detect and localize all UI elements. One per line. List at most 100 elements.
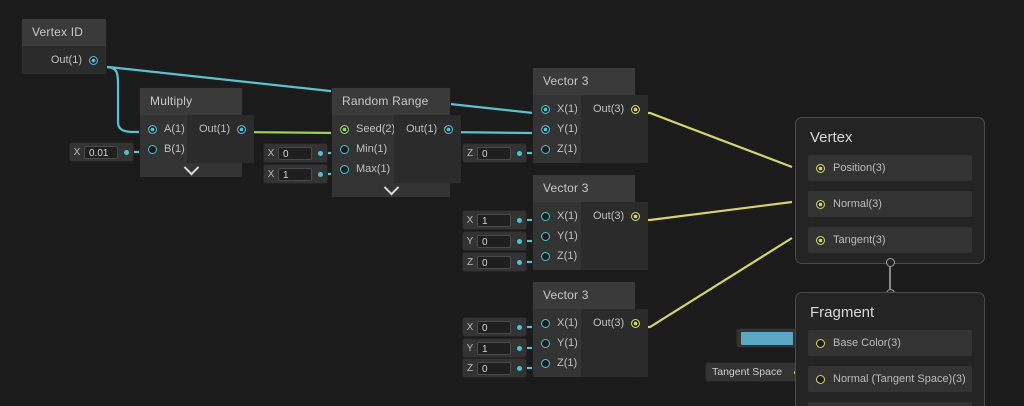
value-field-randomrange-max[interactable]: X 1 [264,165,327,183]
input-port-b[interactable] [148,144,157,154]
input-port-normal-tangent-space[interactable] [816,374,825,384]
value-port-dot[interactable] [318,150,323,156]
port-row-y[interactable]: Y(1) [533,333,581,353]
value-input[interactable]: 0 [477,234,511,248]
value-input[interactable]: 0 [477,146,511,160]
master-row-tangent[interactable]: Tangent(3) [808,227,972,253]
input-port-seed[interactable] [340,124,349,134]
port-row-seed[interactable]: Seed(2) [332,119,395,139]
output-port-out[interactable] [631,318,641,328]
value-field-vector3c-y[interactable]: Y 1 [463,339,526,357]
value-field-vector3b-z[interactable]: Z 0 [463,253,526,271]
port-row-x[interactable]: X(1) [533,313,581,333]
node-expand-toggle[interactable] [140,159,242,177]
output-port-out[interactable] [237,124,247,134]
node-vector3-b[interactable]: Vector 3 X(1) Y(1) Z(1) Out(3) [533,175,649,270]
value-field-vector3b-x[interactable]: X 1 [463,211,526,229]
input-port-a[interactable] [148,124,157,134]
node-title[interactable]: Random Range [332,88,450,115]
value-port-dot[interactable] [517,324,522,330]
node-title[interactable]: Vector 3 [533,282,635,309]
value-input[interactable]: 0 [477,255,511,269]
value-field-vector3b-y[interactable]: Y 0 [463,232,526,250]
value-input[interactable]: 1 [278,167,312,181]
value-port-dot[interactable] [517,150,522,156]
output-port-out[interactable] [444,124,454,134]
master-row-clipped[interactable] [808,402,972,406]
master-node-fragment[interactable]: Fragment Base Color(3) Normal (Tangent S… [795,292,985,406]
input-port-z[interactable] [541,251,550,261]
input-port-position[interactable] [816,163,825,173]
master-row-base-color[interactable]: Base Color(3) [808,330,972,356]
value-port-dot[interactable] [517,217,522,223]
master-row-position[interactable]: Position(3) [808,155,972,181]
value-field-base-color[interactable] [737,329,808,347]
port-row-out[interactable]: Out(3) [581,99,648,119]
color-swatch[interactable] [741,331,793,345]
port-row-y[interactable]: Y(1) [533,226,581,246]
value-field-vector3c-z[interactable]: Z 0 [463,359,526,377]
port-row-min[interactable]: Min(1) [332,139,394,159]
input-port-z[interactable] [541,358,550,368]
port-row-y[interactable]: Y(1) [533,119,581,139]
value-input[interactable]: 0 [477,361,511,375]
value-field-multiply-b[interactable]: X 0.01 [70,143,133,161]
node-title[interactable]: Vector 3 [533,68,635,95]
input-port-y[interactable] [541,338,550,348]
port-row-z[interactable]: Z(1) [533,139,581,159]
port-row-out[interactable]: Out(3) [581,206,648,226]
port-row-z[interactable]: Z(1) [533,246,581,266]
value-port-dot[interactable] [318,171,323,177]
node-title[interactable]: Vertex ID [22,19,106,46]
output-port-out[interactable] [631,104,641,114]
master-row-normal[interactable]: Normal(3) [808,191,972,217]
value-field-vector3c-x[interactable]: X 0 [463,318,526,336]
input-port-x[interactable] [541,318,550,328]
value-input[interactable]: 0.01 [84,145,118,159]
node-vector3-a[interactable]: Vector 3 X(1) Y(1) Z(1) Out(3) [533,68,649,163]
port-row-x[interactable]: X(1) [533,99,581,119]
value-field-randomrange-min[interactable]: X 0 [264,144,327,162]
value-port-dot[interactable] [517,365,522,371]
value-field-normal-space[interactable]: Tangent Space [706,363,804,381]
port-row-out[interactable]: Out(3) [581,313,648,333]
input-port-z[interactable] [541,144,550,154]
output-port-out[interactable] [89,55,98,65]
value-field-vector3a-z[interactable]: Z 0 [463,144,526,162]
port-row-max[interactable]: Max(1) [332,159,394,179]
node-title[interactable]: Vector 3 [533,175,635,202]
port-row-x[interactable]: X(1) [533,206,581,226]
node-title[interactable]: Multiply [140,88,242,115]
value-port-dot[interactable] [124,149,129,155]
port-row-out[interactable]: Out(1) [394,119,461,139]
input-port-normal[interactable] [816,199,825,209]
value-input[interactable]: 0 [278,146,312,160]
port-row-b[interactable]: B(1) [140,139,187,159]
input-port-x[interactable] [541,211,550,221]
value-port-dot[interactable] [517,259,522,265]
input-port-base-color[interactable] [816,338,825,348]
node-expand-toggle[interactable] [332,179,450,197]
value-input[interactable]: 0 [477,320,511,334]
input-port-y[interactable] [541,124,550,134]
master-node-vertex[interactable]: Vertex Position(3) Normal(3) Tangent(3) [795,117,985,264]
value-port-dot[interactable] [517,238,522,244]
port-row-z[interactable]: Z(1) [533,353,581,373]
port-row-a[interactable]: A(1) [140,119,187,139]
node-random-range[interactable]: Random Range Seed(2) Min(1) Max(1) Out [332,88,462,197]
value-port-dot[interactable] [517,345,522,351]
output-port-out[interactable] [631,211,641,221]
input-port-min[interactable] [340,144,349,154]
port-row-out[interactable]: Out(1) [22,50,106,70]
value-input[interactable]: 1 [477,213,511,227]
input-port-tangent[interactable] [816,235,825,245]
input-port-x[interactable] [541,104,550,114]
node-multiply[interactable]: Multiply A(1) B(1) Out(1) [140,88,255,177]
input-port-y[interactable] [541,231,550,241]
port-row-out[interactable]: Out(1) [187,119,254,139]
master-row-normal-tangent-space[interactable]: Normal (Tangent Space)(3) [808,366,972,392]
input-port-max[interactable] [340,164,349,174]
value-input[interactable]: 1 [477,341,511,355]
node-vertex-id[interactable]: Vertex ID Out(1) [22,19,106,74]
